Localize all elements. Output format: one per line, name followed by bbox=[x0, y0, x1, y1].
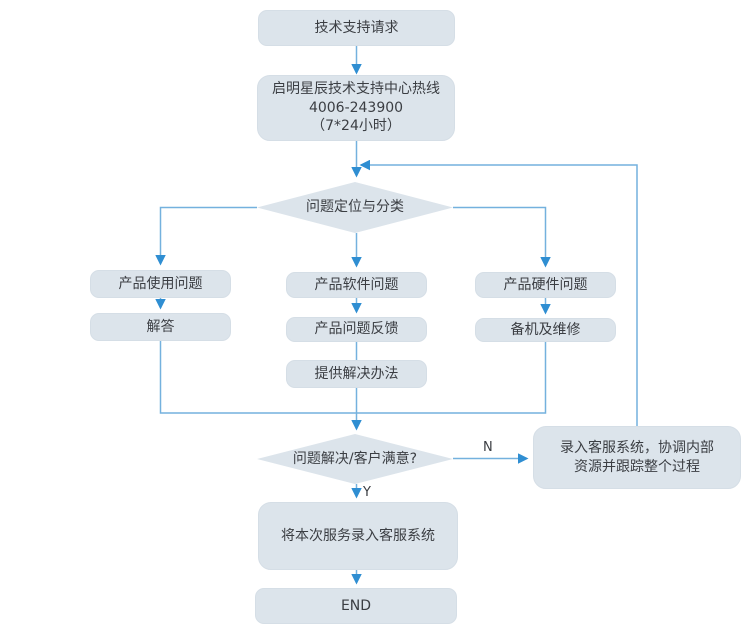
node-software-label: 产品软件问题 bbox=[314, 276, 399, 293]
node-solution: 提供解决办法 bbox=[286, 360, 427, 388]
edge-classify-usage bbox=[155, 206, 257, 266]
node-repair: 备机及维修 bbox=[475, 318, 616, 342]
edge-label-yes: Y bbox=[363, 485, 371, 500]
node-answer-label: 解答 bbox=[146, 318, 175, 335]
node-software: 产品软件问题 bbox=[286, 272, 427, 298]
node-answer: 解答 bbox=[90, 313, 231, 341]
node-feedback-label: 产品问题反馈 bbox=[314, 321, 399, 338]
node-log: 将本次服务录入客服系统 bbox=[258, 502, 458, 570]
node-hotline-line2: 4006-243900 bbox=[308, 99, 404, 116]
decision-satisfied-label: 问题解决/客户满意? bbox=[292, 450, 418, 467]
node-end-label: END bbox=[340, 597, 372, 614]
node-start-label: 技术支持请求 bbox=[314, 19, 399, 36]
node-solution-label: 提供解决办法 bbox=[314, 365, 399, 382]
node-hardware-label: 产品硬件问题 bbox=[503, 276, 588, 293]
node-record-label: 录入客服系统，协调内部资源并跟踪整个过程 bbox=[560, 439, 714, 475]
node-hotline-line1: 启明星辰技术支持中心热线 bbox=[272, 80, 440, 97]
node-hotline: 启明星辰技术支持中心热线 4006-243900 （7*24小时） bbox=[257, 75, 455, 141]
decision-classify-label: 问题定位与分类 bbox=[306, 199, 404, 216]
node-log-label: 将本次服务录入客服系统 bbox=[281, 527, 435, 544]
node-usage: 产品使用问题 bbox=[90, 270, 231, 298]
node-hardware: 产品硬件问题 bbox=[475, 272, 616, 298]
node-record: 录入客服系统，协调内部资源并跟踪整个过程 bbox=[533, 426, 741, 489]
edge-label-no: N bbox=[483, 440, 493, 455]
node-start: 技术支持请求 bbox=[258, 10, 455, 46]
node-end: END bbox=[255, 588, 457, 624]
edge-classify-hardware bbox=[453, 206, 551, 268]
node-feedback: 产品问题反馈 bbox=[286, 317, 427, 342]
node-usage-label: 产品使用问题 bbox=[118, 275, 203, 292]
node-repair-label: 备机及维修 bbox=[510, 321, 581, 338]
decision-satisfied: 问题解决/客户满意? bbox=[257, 434, 453, 484]
node-hotline-line3: （7*24小时） bbox=[311, 118, 401, 135]
decision-classify: 问题定位与分类 bbox=[257, 182, 453, 233]
